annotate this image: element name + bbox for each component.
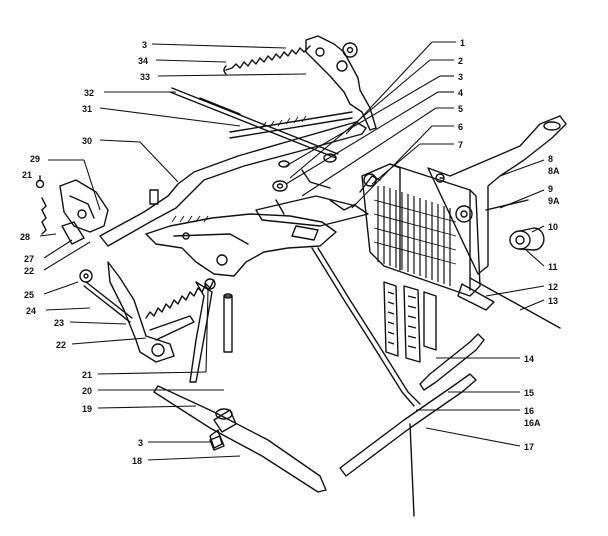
clip-3-lower (209, 435, 225, 451)
rod-32 (169, 87, 339, 159)
callout-25: 25 (24, 290, 34, 300)
plate-14 (419, 333, 485, 391)
lever-30 (99, 121, 367, 247)
callout-17: 17 (524, 442, 534, 452)
callout-2: 2 (458, 56, 463, 66)
callout-21-lower: 21 (82, 370, 92, 380)
callout-9a: 9A (548, 196, 560, 206)
spring-22 (145, 279, 215, 319)
callout-22-lower: 22 (56, 340, 66, 350)
callout-33: 33 (140, 72, 150, 82)
callout-28: 28 (20, 232, 30, 242)
callout-34: 34 (138, 56, 148, 66)
housing-block (361, 163, 481, 363)
back-plate-8 (427, 115, 567, 275)
links-15-17 (311, 247, 477, 517)
center-parts (255, 160, 381, 227)
wire-13 (457, 277, 561, 329)
callout-11: 11 (548, 262, 558, 272)
comb-teeth (373, 186, 457, 286)
pin-20-21 (204, 278, 233, 353)
callout-3-right: 3 (458, 72, 463, 82)
callout-31: 31 (82, 104, 92, 114)
parts-artwork (35, 35, 567, 517)
callout-18: 18 (132, 456, 142, 466)
callout-20: 20 (82, 386, 92, 396)
callout-21-upper: 21 (22, 170, 32, 180)
callout-16: 16 (524, 406, 534, 416)
leader-lines (39, 41, 545, 461)
bushing-10-11 (485, 199, 545, 251)
callout-27: 27 (24, 254, 34, 264)
arm-22-23 (79, 261, 195, 363)
lever-18-19 (153, 281, 327, 493)
callout-1: 1 (460, 38, 465, 48)
rod-31 (229, 111, 353, 163)
callout-3-top: 3 (142, 40, 147, 50)
callout-6: 6 (458, 122, 463, 132)
callout-3-lower: 3 (138, 438, 143, 448)
callout-5: 5 (458, 104, 463, 114)
assembly-27-29 (35, 175, 109, 245)
spring-34 (223, 45, 311, 75)
callout-10: 10 (548, 222, 558, 232)
frame-plate (145, 213, 337, 277)
callout-14: 14 (524, 354, 534, 364)
callout-15: 15 (524, 388, 534, 398)
callout-13: 13 (548, 296, 558, 306)
callout-23: 23 (54, 318, 64, 328)
callout-24: 24 (26, 306, 36, 316)
callout-4: 4 (458, 88, 463, 98)
callout-labels: 3 34 33 32 31 30 29 21 28 27 22 25 24 23… (20, 38, 560, 466)
callout-7: 7 (458, 140, 463, 150)
callout-32: 32 (84, 88, 94, 98)
callout-8: 8 (548, 154, 553, 164)
bracket-33 (305, 35, 377, 131)
callout-12: 12 (548, 282, 558, 292)
callout-8a: 8A (548, 166, 560, 176)
callout-22-upper: 22 (24, 266, 34, 276)
callout-16a: 16A (524, 418, 541, 428)
callout-30: 30 (82, 136, 92, 146)
callout-19: 19 (82, 404, 92, 414)
callout-29: 29 (30, 154, 40, 164)
callout-9: 9 (548, 184, 553, 194)
